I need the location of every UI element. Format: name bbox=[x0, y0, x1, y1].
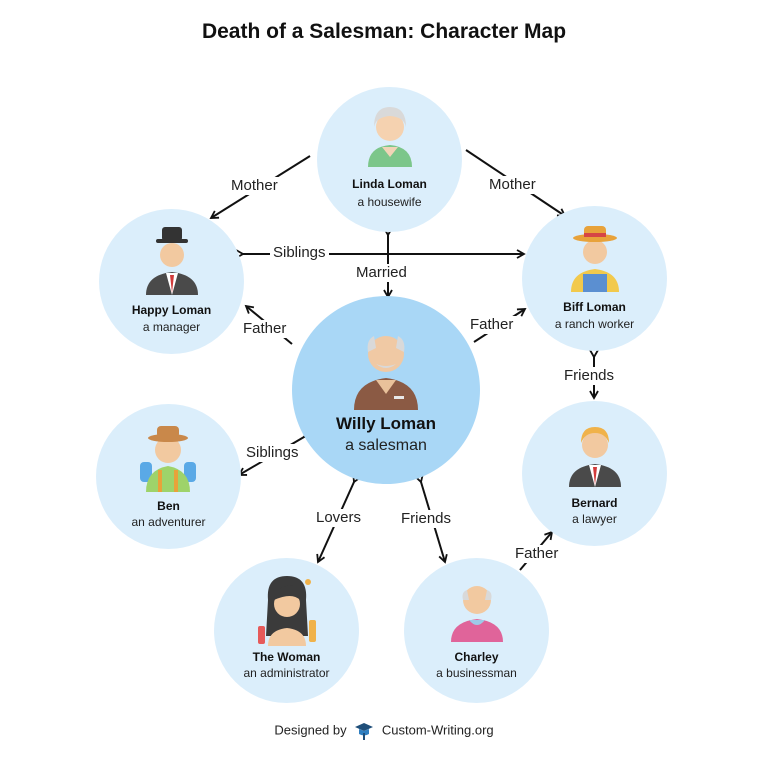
adventurer-icon bbox=[140, 426, 196, 492]
character-name: Ben bbox=[157, 499, 180, 513]
footer-prefix: Designed by bbox=[274, 722, 347, 738]
character-role: an adventurer bbox=[131, 515, 206, 529]
character-name: Biff Loman bbox=[563, 300, 626, 314]
lawyer-icon bbox=[569, 427, 621, 487]
node-bernard: Bernard a lawyer bbox=[522, 401, 667, 546]
character-name: Linda Loman bbox=[352, 177, 427, 191]
character-role: a lawyer bbox=[572, 512, 617, 526]
label-willy-biff: Father bbox=[467, 316, 517, 334]
node-the-woman: The Woman an administrator bbox=[214, 558, 359, 703]
label-linda-happy: Mother bbox=[228, 177, 281, 195]
node-biff-loman: Biff Loman a ranch worker bbox=[522, 206, 667, 351]
label-happy-biff: Siblings bbox=[270, 244, 329, 262]
page-title: Death of a Salesman: Character Map bbox=[201, 20, 567, 43]
footer-credit: Designed by Custom-Writing.org bbox=[0, 721, 768, 741]
character-name: The Woman bbox=[252, 650, 321, 664]
character-name: Bernard bbox=[571, 496, 618, 510]
ranch-worker-icon bbox=[571, 226, 619, 292]
character-name: Happy Loman bbox=[131, 303, 212, 317]
character-role: a salesman bbox=[345, 437, 427, 454]
footer-brand[interactable]: Custom-Writing.org bbox=[381, 722, 494, 738]
character-role: a manager bbox=[142, 320, 201, 334]
bald-man-icon bbox=[451, 586, 503, 642]
character-role: a businessman bbox=[436, 666, 517, 680]
woman-icon bbox=[258, 576, 316, 646]
node-charley: Charley a businessman bbox=[404, 558, 549, 703]
character-role: a housewife bbox=[357, 195, 422, 209]
character-name: Willy Loman bbox=[336, 414, 436, 433]
label-willy-happy: Father bbox=[240, 320, 290, 338]
label-linda-biff: Mother bbox=[486, 176, 539, 194]
elderly-man-icon bbox=[354, 336, 418, 410]
label-linda-willy: Married bbox=[353, 264, 410, 282]
label-charley-bernard: Father bbox=[512, 545, 562, 563]
character-role: a ranch worker bbox=[554, 317, 635, 331]
label-willy-ben: Siblings bbox=[243, 444, 302, 462]
label-willy-charley: Friends bbox=[398, 510, 455, 528]
elderly-woman-icon bbox=[368, 107, 412, 167]
node-willy-loman: Willy Loman a salesman bbox=[292, 296, 480, 484]
character-name: Charley bbox=[454, 650, 499, 664]
graduation-cap-logo-icon bbox=[355, 723, 374, 740]
node-linda-loman: Linda Loman a housewife bbox=[317, 87, 462, 232]
character-role: an administrator bbox=[243, 666, 330, 680]
label-biff-bernard: Friends bbox=[561, 367, 618, 385]
node-happy-loman: Happy Loman a manager bbox=[99, 209, 244, 354]
label-willy-woman: Lovers bbox=[313, 509, 365, 527]
node-ben: Ben an adventurer bbox=[96, 404, 241, 549]
man-in-suit-hat-icon bbox=[146, 227, 198, 295]
